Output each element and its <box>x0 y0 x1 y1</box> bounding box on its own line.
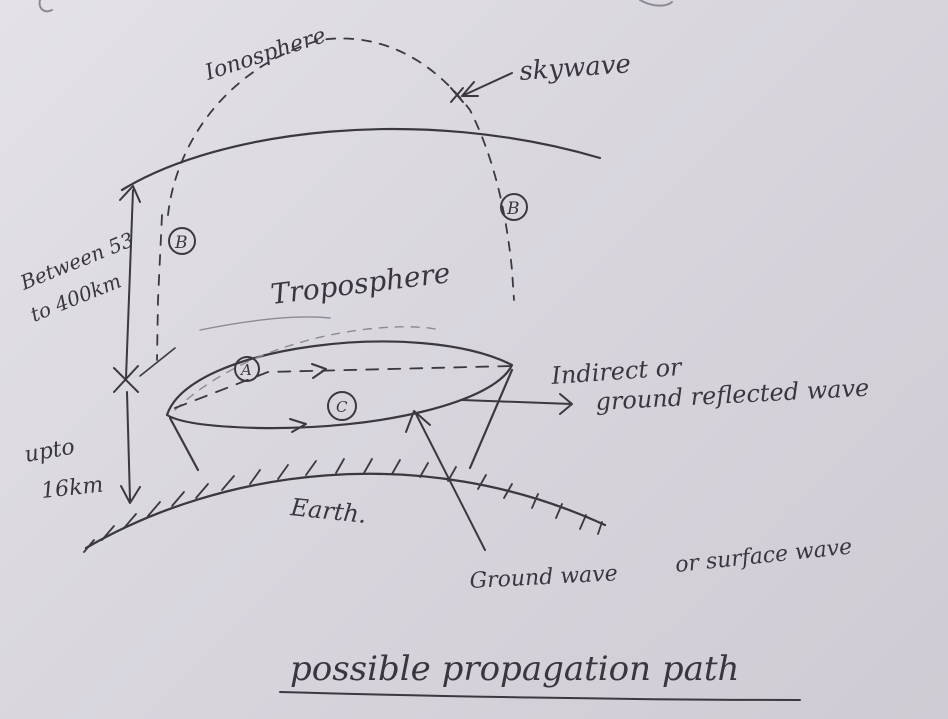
top-edge-mark-right <box>640 0 672 6</box>
b-right-label: B <box>506 199 520 219</box>
c-wave-arrow <box>290 419 306 432</box>
upto-label-line2: 16km <box>40 473 104 504</box>
cross-tick <box>140 348 175 376</box>
top-edge-mark <box>40 0 52 11</box>
b-left-path <box>157 215 162 360</box>
caption: possible propagation path <box>290 649 739 689</box>
caption-underline <box>280 692 800 700</box>
ground-wave-label: Ground wave <box>469 561 618 594</box>
ground-wave-arrow <box>416 414 485 550</box>
surface-wave-label: or surface wave <box>674 535 853 578</box>
skywave-arrow <box>462 73 512 96</box>
skywave-point <box>451 88 463 102</box>
troposphere-label: Troposphere <box>269 256 452 311</box>
transmitter-leg <box>170 418 198 470</box>
upto-label-line1: upto <box>23 435 77 468</box>
a-label: A <box>239 361 252 379</box>
indirect-wave-arrow <box>462 394 572 414</box>
skywave-label: skywave <box>518 49 631 87</box>
c-label: C <box>336 398 348 416</box>
ionosphere-label: Ionosphere <box>201 23 329 86</box>
direct-wave-arrow <box>312 364 326 378</box>
troposphere-height-line <box>127 392 130 500</box>
earth-label: Earth. <box>288 493 368 529</box>
ionosphere-height-line <box>126 190 133 378</box>
b-left-label: B <box>174 233 188 253</box>
troposphere-faint-arc <box>200 317 330 330</box>
